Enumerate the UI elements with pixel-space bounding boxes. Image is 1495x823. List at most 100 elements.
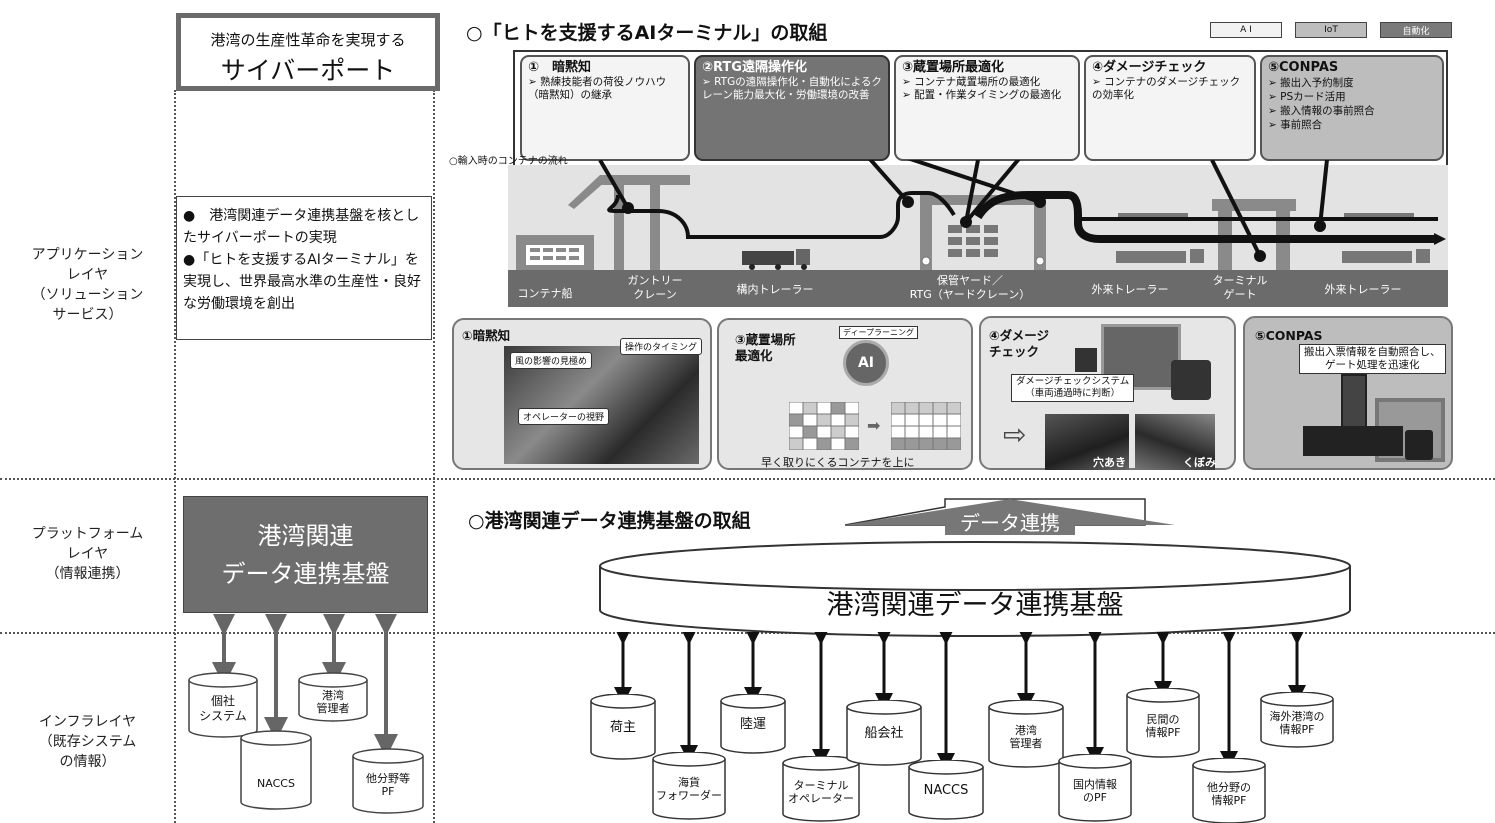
flow-label-terminal-gate: ターミナル ゲート (1212, 274, 1268, 301)
infra-node-label: 荷主 (609, 720, 636, 735)
deep-learning-tag: ディープラーニング (839, 326, 918, 339)
platform-box-line2: データ連携基盤 (221, 559, 390, 588)
card-title: ③蔵置場所最適化 (902, 60, 1005, 75)
damage-photo-hole (1045, 414, 1129, 470)
infra-node: 陸運 (720, 693, 786, 754)
truck-icon (1171, 360, 1211, 400)
layer-label-infra: インフラレイヤ （既存システム の情報） (0, 712, 175, 772)
app-bullet-1: ● 港湾関連データ連携基盤を核としたサイバーポートの実現 (183, 208, 420, 246)
panel-title: ③蔵置場所 最適化 (735, 332, 796, 363)
card-title: ②RTG遠隔操作化 (702, 60, 807, 75)
callout-view: オペレーターの視野 (518, 408, 610, 425)
legend-ai: A I (1210, 22, 1282, 38)
damage-photo-dent (1135, 414, 1215, 470)
infra-node-label: 海貨 フォワーダー (656, 776, 722, 802)
flow-label-container-ship: コンテナ船 (517, 287, 573, 300)
damage-system-label: ダメージチェックシステム （車両通過時に判断） (1011, 374, 1135, 402)
cyberport-title: サイバーポート (220, 56, 396, 85)
panel-title: ①暗黙知 (462, 328, 511, 343)
arrow-outline-icon: ⇨ (1003, 418, 1027, 451)
cylinder-label: 他分野等 PF (366, 772, 410, 798)
legend-iot: IoT (1295, 22, 1367, 38)
infra-node: 港湾 管理者 (988, 699, 1064, 768)
infra-node: 船会社 (846, 699, 922, 766)
cylinder-naccs-left: NACCS (240, 730, 312, 810)
infra-node: NACCS (908, 759, 984, 820)
platform-cylinder-label: 港湾関連データ連携基盤 (826, 589, 1124, 621)
card-connector-lines (598, 160, 1329, 262)
panel-damage-check: ④ダメージ チェック ダメージチェックシステム （車両通過時に判断） ⇨ 穴あき… (979, 316, 1236, 470)
infra-node-label: 港湾 管理者 (1009, 724, 1043, 750)
flow-label-yard-trailer: 構内トレーラー (736, 283, 814, 296)
card-body: ➢ コンテナ蔵置場所の最適化 ➢ 配置・作業タイミングの最適化 (902, 76, 1062, 101)
infra-node: 荷主 (590, 693, 656, 760)
layer-text: の情報） (59, 754, 116, 770)
card-tacit-knowledge: ① 暗黙知 ➢ 熟練技能者の荷役ノウハウ（暗黙知）の継承 (520, 55, 690, 161)
truck-icon (1075, 348, 1097, 372)
card-body: ➢ 搬出入予約制度 ➢ PSカード活用 ➢ 搬入情報の事前照合 ➢ 事前照合 (1268, 77, 1375, 131)
panel-title: ⑤CONPAS (1255, 328, 1323, 343)
flow-label-gantry-crane: ガントリー クレーン (627, 274, 683, 301)
arrow-right-icon: ➡ (867, 416, 881, 435)
panel-title: ④ダメージ チェック (989, 328, 1049, 359)
card-conpas: ⑤CONPAS ➢ 搬出入予約制度 ➢ PSカード活用 ➢ 搬入情報の事前照合 … (1260, 55, 1444, 161)
panel-storage-optimization: ③蔵置場所 最適化 ディープラーニング AI ➡ 早く取りにくるコンテナを上に (717, 318, 973, 470)
infra-node-label: NACCS (923, 783, 969, 798)
layer-text: プラットフォーム (31, 526, 144, 542)
panel-tacit-knowledge: ①暗黙知 風の影響の見極め 操作のタイミング オペレーターの視野 (452, 318, 712, 470)
infra-node-label: ターミナル オペレーター (788, 779, 854, 805)
infra-node: 国内情報 のPF (1058, 753, 1132, 822)
cyberport-box: 港湾の生産性革命を実現する サイバーポート (176, 13, 440, 91)
infra-node-label: 国内情報 のPF (1073, 778, 1117, 804)
cylinder-label: 港湾 管理者 (316, 689, 350, 715)
layer-text: （既存システム (38, 734, 137, 750)
infra-node: 民間の 情報PF (1126, 687, 1200, 758)
layer-text: サービス） (52, 307, 123, 323)
label-dent: くぼみ (1183, 456, 1216, 469)
flow-label-storage-yard: 保管ヤード／ RTG（ヤードクレーン） (909, 274, 1031, 301)
infra-node-label: 他分野の 情報PF (1207, 781, 1251, 807)
layer-label-application: アプリケーション レイヤ （ソリューション サービス） (0, 245, 175, 325)
platform-cylinder (599, 541, 1351, 637)
infra-node: 海外港湾の 情報PF (1260, 691, 1334, 748)
card-body: ➢ 熟練技能者の荷役ノウハウ（暗黙知）の継承 (528, 76, 667, 101)
truck-icon (1405, 430, 1433, 460)
panel-conpas: ⑤CONPAS 搬出入票情報を自動照合し、 ゲート処理を迅速化 (1243, 316, 1453, 470)
ai-icon-label: AI (857, 355, 875, 371)
layer-text: （情報連携） (45, 566, 130, 582)
callout-wind: 風の影響の見極め (510, 352, 593, 369)
card-rtg-remote: ②RTG遠隔操作化 ➢ RTGの遠隔操作化・自動化によるクレーン能力最大化・労働… (694, 55, 890, 161)
infra-arrows (614, 632, 1306, 771)
column-divider-left (174, 90, 176, 823)
cylinder-company-system: 個社 システム (188, 672, 258, 738)
legend-automation: 自動化 (1380, 22, 1452, 38)
app-bullet-box: ● 港湾関連データ連携基盤を核としたサイバーポートの実現 ●「ヒトを支援するAI… (176, 196, 432, 340)
callout-timing: 操作のタイミング (620, 338, 703, 355)
infra-node: 海貨 フォワーダー (652, 751, 726, 820)
card-title: ⑤CONPAS (1268, 60, 1339, 75)
layer-text: アプリケーション (31, 247, 144, 263)
layer-text: レイヤ (66, 267, 109, 283)
conpas-description: 搬出入票情報を自動照合し、 ゲート処理を迅速化 (1299, 344, 1446, 374)
infra-node-area: 荷主海貨 フォワーダー 陸運ターミナル オペレーター 船会社 NACCS 港湾 管理者国… (560, 632, 1360, 823)
truck-icon (1303, 426, 1403, 456)
infra-node-label: 民間の 情報PF (1145, 713, 1181, 739)
column-divider-right (433, 90, 435, 823)
platform-box: 港湾関連 データ連携基盤 (183, 496, 428, 613)
grid-after (891, 402, 961, 450)
data-link-arrow (845, 498, 1175, 535)
cylinder-label: 個社 システム (199, 694, 247, 723)
flow-label-external-trailer-1: 外来トレーラー (1091, 283, 1169, 296)
infra-node-label: 陸運 (739, 717, 766, 732)
layer-divider-top (0, 478, 1495, 480)
flow-caption: ○輸入時のコンテナの流れ (449, 156, 568, 167)
data-link-label: データ連携 (960, 510, 1060, 535)
layer-text: インフラレイヤ (38, 714, 137, 730)
card-body: ➢ コンテナのダメージチェックの効率化 (1092, 76, 1241, 101)
grid-before (789, 402, 859, 450)
card-damage-check: ④ダメージチェック ➢ コンテナのダメージチェックの効率化 (1084, 55, 1256, 161)
infra-node: 他分野の 情報PF (1192, 757, 1266, 823)
left-infra-arrows (212, 614, 398, 758)
flow-label-strip (508, 270, 1448, 307)
layer-text: レイヤ (66, 546, 109, 562)
